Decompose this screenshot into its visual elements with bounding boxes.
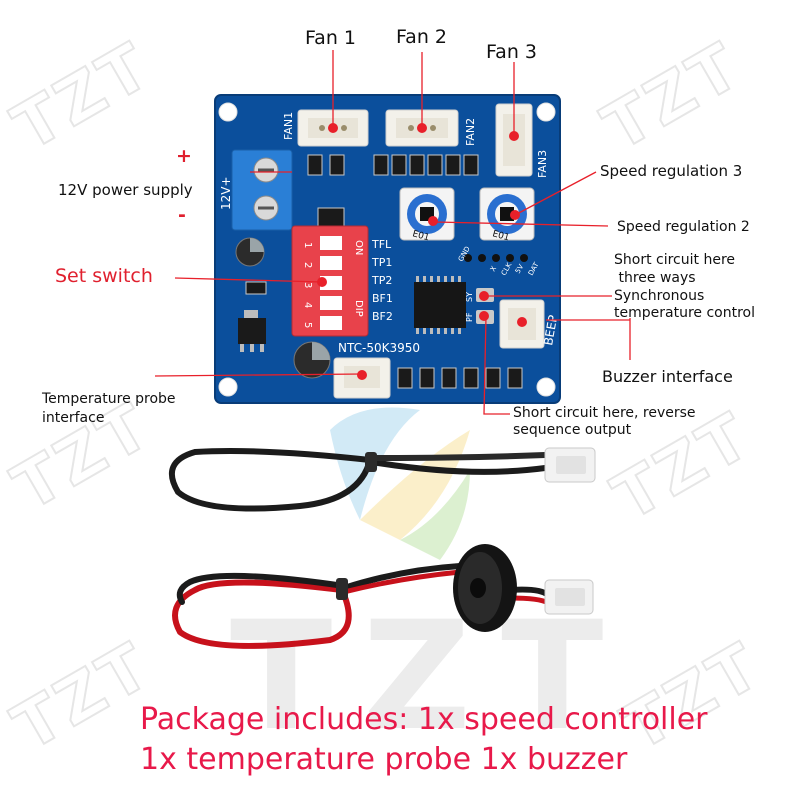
- logo-swoosh: [330, 407, 470, 560]
- label-set-switch: Set switch: [55, 265, 153, 287]
- silk-switch-num: 2: [302, 262, 313, 268]
- watermark-large-text: TZT: [230, 590, 634, 764]
- silk-pf: PF: [465, 312, 474, 322]
- silk-ntc: NTC-50K3950: [338, 341, 420, 355]
- header-pins: [464, 254, 528, 262]
- microcontroller-chip: [414, 276, 466, 334]
- label-buzzer-interface: Buzzer interface: [602, 367, 733, 386]
- label-sync-temp-1: Synchronous: [614, 288, 705, 304]
- label-speed-reg3: Speed regulation 3: [600, 162, 743, 180]
- label-sync-temp-2: temperature control: [614, 305, 755, 321]
- silk-tfl: TFL: [371, 238, 392, 251]
- silk-fan2: FAN2: [464, 118, 477, 146]
- probe-connector: [544, 447, 596, 483]
- leader-lines: [154, 50, 631, 415]
- label-temp-probe-1: Temperature probe: [42, 391, 176, 407]
- silk-tp1: TP1: [371, 256, 392, 269]
- dip-switch: [291, 225, 369, 337]
- markers: [317, 123, 527, 380]
- label-minus: -: [178, 204, 186, 226]
- voltage-regulator: [238, 310, 266, 352]
- capacitor: [293, 341, 331, 379]
- label-speed-reg2: Speed regulation 2: [617, 219, 750, 235]
- label-short-reverse-2: sequence output: [513, 422, 632, 438]
- cable-tie: [365, 452, 377, 472]
- silk-switch-dip: DIP: [353, 300, 364, 317]
- silk-power: 12V+: [219, 176, 233, 210]
- cable-tie: [336, 578, 348, 600]
- buzzer: [453, 544, 517, 632]
- footer-line-1: Package includes: 1x speed controller: [140, 702, 708, 737]
- capacitor: [235, 237, 265, 267]
- silk-fan3: FAN3: [536, 150, 549, 178]
- silk-switch-num: 1: [302, 242, 313, 248]
- label-power-supply: 12V power supply: [58, 181, 193, 199]
- silk-switch-num: 5: [302, 322, 313, 328]
- probe-connector-board: [333, 357, 391, 399]
- silk-switch-num: 3: [302, 282, 313, 288]
- silk-beep: BEEP: [541, 314, 560, 347]
- label-fan1: Fan 1: [305, 27, 356, 49]
- footer-line-2: 1x temperature probe 1x buzzer: [140, 742, 628, 777]
- label-short-three-ways-2: three ways: [614, 270, 696, 286]
- silk-tp2: TP2: [371, 274, 392, 287]
- power-terminal: [231, 149, 293, 231]
- label-temp-probe-2: interface: [42, 410, 105, 426]
- silk-x: X: [489, 265, 498, 273]
- probe-cable: [168, 448, 548, 512]
- silk-switch-num: 4: [302, 302, 313, 308]
- silk-pot-code: E01: [411, 229, 430, 243]
- label-short-three-ways-1: Short circuit here: [614, 252, 736, 268]
- silk-pot-code: E01: [491, 229, 510, 243]
- potentiometer-3: [399, 187, 455, 241]
- buzzer-connector: [544, 579, 594, 615]
- silk-bf2: BF2: [372, 310, 393, 323]
- silk-switch-on: ON: [353, 240, 364, 255]
- silk-sy: SY: [465, 292, 474, 302]
- silk-fan1: FAN1: [282, 112, 295, 140]
- silk-bf1: BF1: [372, 292, 393, 305]
- silk-5v: 5V: [514, 263, 526, 275]
- label-fan3: Fan 3: [486, 41, 537, 63]
- label-fan2: Fan 2: [396, 26, 447, 48]
- label-short-reverse-1: Short circuit here, reverse: [513, 405, 696, 421]
- label-plus: +: [176, 145, 192, 167]
